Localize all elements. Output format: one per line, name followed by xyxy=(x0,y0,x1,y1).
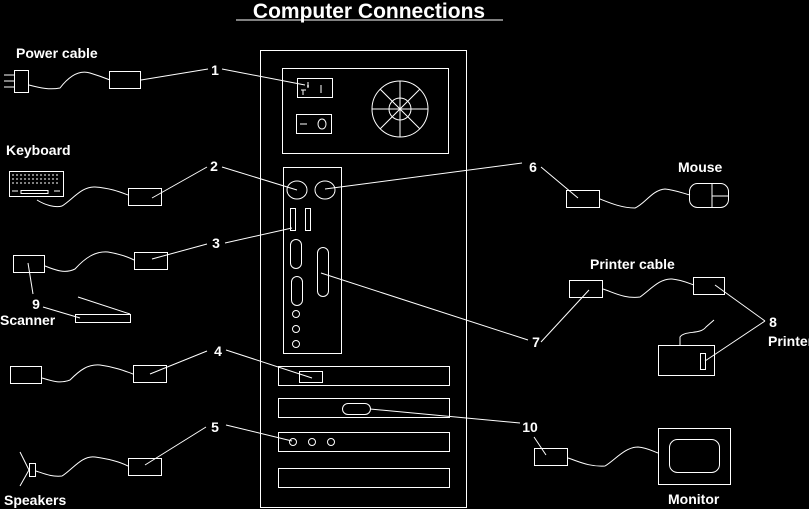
leader-line-6a xyxy=(540,166,579,199)
keyboard-cord xyxy=(36,186,129,208)
power-supply-panel xyxy=(282,68,449,154)
plug-icon xyxy=(4,70,29,93)
network-connector-left xyxy=(10,366,42,384)
callout-9: 9 xyxy=(32,296,40,312)
network-connector xyxy=(133,365,167,383)
power-switch xyxy=(296,114,332,134)
monitor-cable: Monitor xyxy=(369,408,731,507)
printer-cable: Printer cable Printer xyxy=(320,256,809,376)
power-cable: Power cable xyxy=(4,45,306,93)
power-connector xyxy=(109,71,141,89)
speaker-jack-icon xyxy=(19,451,36,487)
callout-1: 1 xyxy=(211,62,219,78)
leader-line-9b xyxy=(42,306,81,319)
leader-line-7b xyxy=(320,272,529,341)
usb-cord xyxy=(44,251,135,272)
diagram-title: Computer Connections xyxy=(253,0,485,23)
sound-jack-3 xyxy=(327,438,335,446)
leader-line-1a xyxy=(140,68,209,81)
label-scanner: Scanner xyxy=(0,312,56,328)
label-keyboard: Keyboard xyxy=(6,142,71,158)
sound-jack-1 xyxy=(289,438,297,446)
callout-6: 6 xyxy=(529,159,537,175)
computer-tower xyxy=(260,50,467,508)
mouse-cable: Mouse xyxy=(324,159,729,209)
leader-line-7a xyxy=(540,289,590,343)
io-panel xyxy=(283,167,342,354)
leader-line-4a xyxy=(149,350,208,375)
printer-cord xyxy=(602,278,695,298)
callout-3: 3 xyxy=(212,235,220,251)
network-port xyxy=(299,371,323,383)
parallel-port xyxy=(317,247,329,297)
scanner-cable: Scanner xyxy=(0,227,293,328)
label-printer-cable: Printer cable xyxy=(590,256,675,272)
leader-line-5b xyxy=(225,424,293,442)
label-mouse: Mouse xyxy=(678,159,723,175)
power-cord xyxy=(28,71,111,90)
callout-7: 7 xyxy=(532,334,540,350)
usb-connector xyxy=(134,252,168,270)
printer-icon xyxy=(658,319,715,376)
network-cord xyxy=(41,364,134,383)
mouse-port xyxy=(314,180,336,200)
leader-line-3b xyxy=(224,227,293,244)
leader-line-5a xyxy=(144,426,207,466)
keyboard-icon xyxy=(9,171,64,197)
callout-4: 4 xyxy=(214,343,222,359)
callout-8: 8 xyxy=(769,314,777,330)
leader-line-6b xyxy=(324,162,523,190)
vga-port xyxy=(342,403,371,415)
mouse-icon xyxy=(689,183,729,208)
usb-connector-scanner-end xyxy=(13,255,45,273)
usb-port-1 xyxy=(290,208,296,231)
expansion-slot-4 xyxy=(278,468,450,488)
printer-connector-pc xyxy=(569,280,603,298)
sound-card-slot xyxy=(278,432,450,452)
callout-2: 2 xyxy=(210,158,218,174)
leader-line-10b xyxy=(533,436,547,456)
serial-port-2 xyxy=(291,276,303,306)
label-speakers: Speakers xyxy=(4,492,66,508)
speaker-cable: Speakers xyxy=(4,424,293,508)
label-power-cable: Power cable xyxy=(16,45,98,61)
label-printer: Printer xyxy=(768,333,809,349)
monitor-cord xyxy=(567,446,659,467)
leader-line-4b xyxy=(225,349,313,379)
monitor-icon xyxy=(658,428,731,485)
power-socket xyxy=(297,78,333,98)
printer-connector-device xyxy=(693,277,725,295)
mouse-cord xyxy=(599,188,691,209)
speaker-connector xyxy=(128,458,162,476)
audio-jack-3 xyxy=(292,340,300,348)
usb-port-2 xyxy=(305,208,311,231)
keyboard: Keyboard xyxy=(6,142,298,208)
expansion-slot-1 xyxy=(278,366,450,386)
leader-line-2a xyxy=(151,166,208,199)
audio-jack-2 xyxy=(292,325,300,333)
keyboard-port xyxy=(286,180,308,200)
callout-5: 5 xyxy=(211,419,219,435)
leader-line-3a xyxy=(151,243,208,260)
leader-line-10a xyxy=(369,408,521,424)
tower-outline xyxy=(260,50,467,508)
fan-icon xyxy=(371,80,429,138)
audio-jack-1 xyxy=(292,310,300,318)
sound-jack-2 xyxy=(308,438,316,446)
leader-line-1b xyxy=(221,68,306,86)
leader-line-2b xyxy=(221,166,298,191)
label-monitor: Monitor xyxy=(668,491,720,507)
keyboard-connector xyxy=(128,188,162,206)
mouse-connector xyxy=(566,190,600,208)
callout-10: 10 xyxy=(522,419,538,435)
leader-line-8a xyxy=(714,284,766,322)
monitor-connector xyxy=(534,448,568,466)
leader-line-9a xyxy=(27,262,34,295)
network-cable xyxy=(10,349,313,384)
speaker-cord xyxy=(35,456,129,477)
serial-port-1 xyxy=(290,239,302,269)
scanner-icon xyxy=(75,296,131,323)
expansion-slot-2 xyxy=(278,398,450,418)
